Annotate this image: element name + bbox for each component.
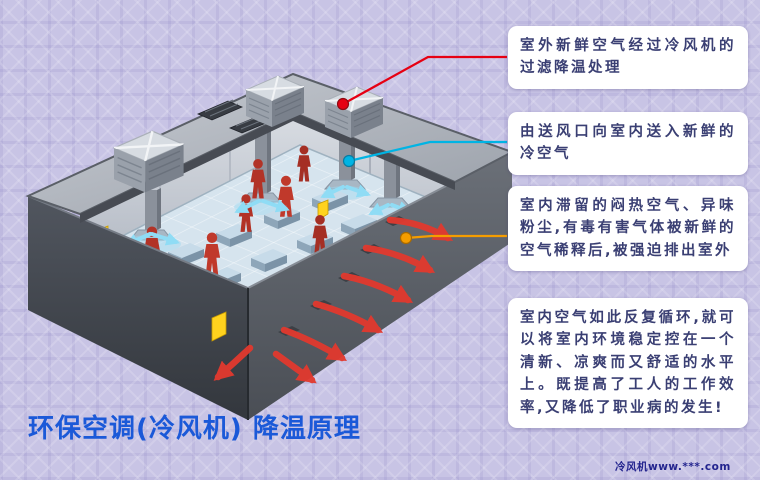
connector-dot-cyan <box>342 154 356 168</box>
connector-line-red <box>342 55 507 105</box>
callout-text-cycle: 室内空气如此反复循环,就可以将室内环境稳定控在一个清新、凉爽而又舒适的水平上。既… <box>520 310 736 416</box>
callout-text-exhaust: 室内滞留的闷热空气、异味粉尘,有毒有害气体被新鲜的空气稀释后,被强迫排出室外 <box>520 198 736 259</box>
callout-air-cycle: 室内空气如此反复循环,就可以将室内环境稳定控在一个清新、凉爽而又舒适的水平上。既… <box>508 298 748 429</box>
connector-dot-orange <box>399 231 413 245</box>
connector-line-cyan <box>348 140 507 163</box>
callout-text-filter: 室外新鲜空气经过冷风机的过滤降温处理 <box>520 38 736 77</box>
callout-exhaust-air: 室内滞留的闷热空气、异味粉尘,有毒有害气体被新鲜的空气稀释后,被强迫排出室外 <box>508 186 748 272</box>
callout-text-supply: 由送风口向室内送入新鲜的冷空气 <box>520 124 736 163</box>
watermark-text: 冷风机www.***.com <box>615 461 731 473</box>
page-title: 环保空调(冷风机) 降温原理 <box>28 414 361 444</box>
connector-dot-red <box>336 97 350 111</box>
yellow-door <box>211 311 227 342</box>
connector-line-orange <box>405 234 507 240</box>
callout-connectors <box>336 55 507 245</box>
roof-grilles <box>196 100 268 134</box>
callout-supply-air: 由送风口向室内送入新鲜的冷空气 <box>508 112 748 175</box>
callout-fresh-air-filter: 室外新鲜空气经过冷风机的过滤降温处理 <box>508 26 748 89</box>
